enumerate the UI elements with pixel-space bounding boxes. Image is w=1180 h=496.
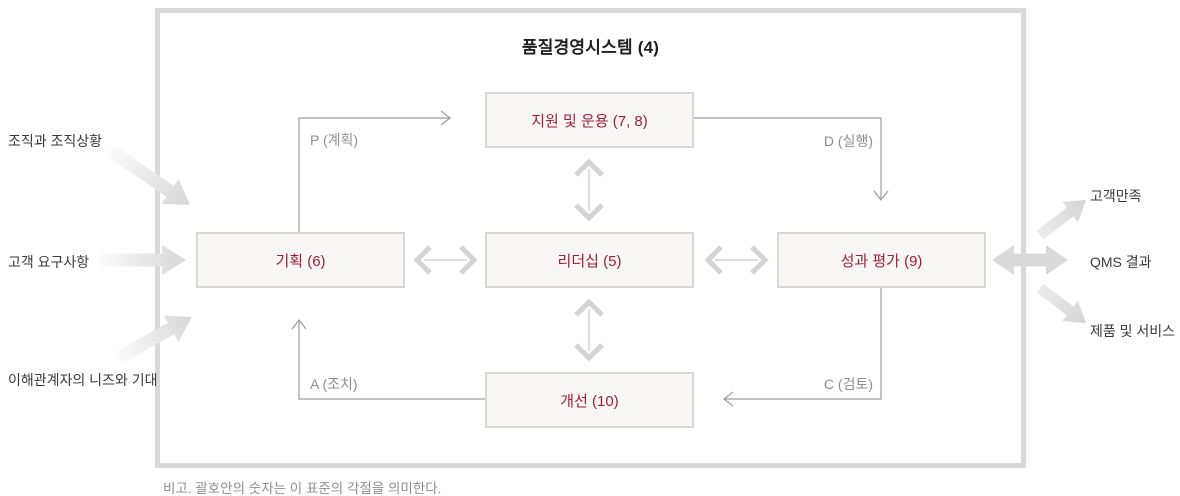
node-support-operation: 지원 및 운용 (7, 8) [485, 92, 694, 148]
node-performance-evaluation: 성과 평가 (9) [777, 232, 986, 288]
output-label-customer-satisfaction: 고객만족 [1090, 188, 1142, 204]
do-arrow-label: D (실행) [823, 133, 873, 149]
diagram-title: 품질경영시스템 (4) [521, 38, 660, 57]
footnote: 비고. 괄호안의 숫자는 이 표준의 각절을 의미한다. [163, 481, 442, 496]
node-improvement: 개선 (10) [485, 372, 694, 428]
output-arrow-products-services [1036, 283, 1086, 323]
input-label-customer-requirements: 고객 요구사항 [8, 254, 90, 270]
plan-arrow-label: P (계획) [310, 132, 359, 148]
input-label-interested-parties: 이해관계자의 니즈와 기대 [8, 372, 158, 388]
output-label-qms-results: QMS 결과 [1090, 254, 1152, 270]
node-planning: 기획 (6) [196, 232, 405, 288]
output-arrow-customer-satisfaction [1036, 200, 1086, 240]
check-arrow-label: C (검토) [823, 376, 873, 392]
node-leadership: 리더십 (5) [485, 232, 694, 288]
act-arrow-label: A (조치) [310, 376, 358, 392]
input-label-organization-context: 조직과 조직상황 [8, 133, 103, 149]
output-label-products-services: 제품 및 서비스 [1090, 323, 1176, 339]
